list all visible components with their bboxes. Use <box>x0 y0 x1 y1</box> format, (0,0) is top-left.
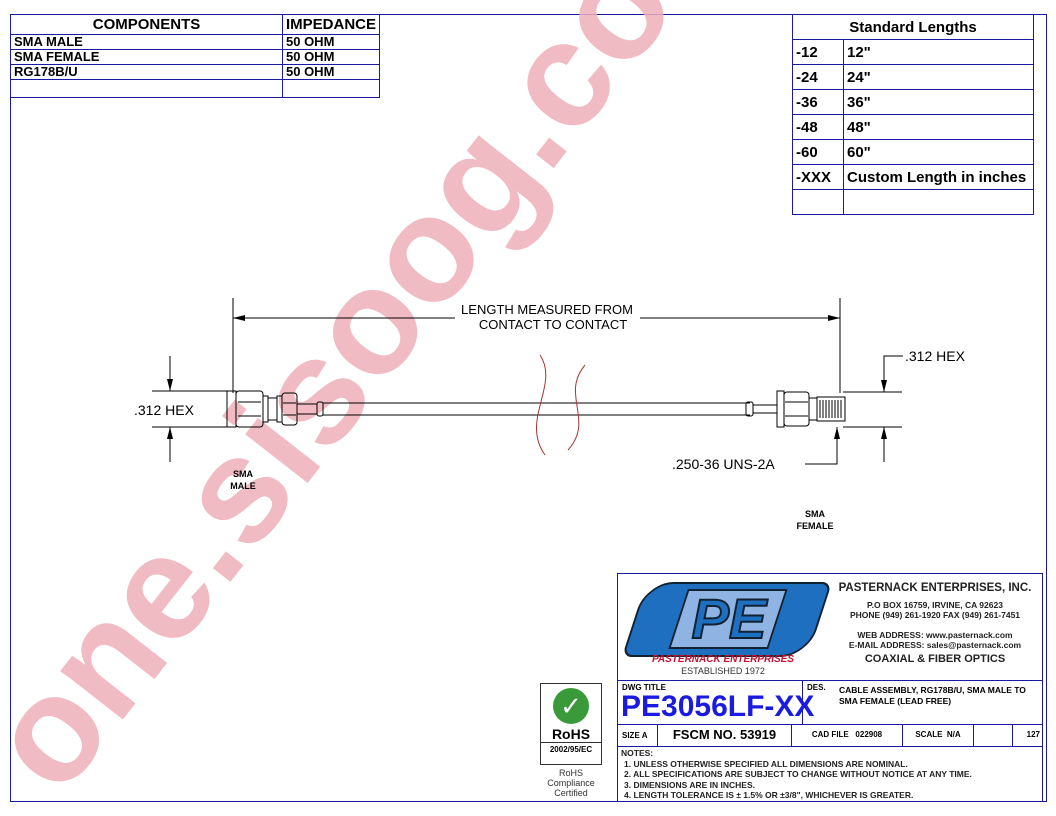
rohs-label: RoHS <box>551 726 591 742</box>
table-row <box>10 79 381 98</box>
dwg-title: PE3056LF-XX <box>621 690 815 723</box>
company-name: PASTERNACK ENTERPRISES, INC. <box>838 582 1032 594</box>
cell: 48" <box>843 114 1034 140</box>
rohs-directive: 2002/95/EC <box>541 742 601 754</box>
scale: SCALE N/A <box>903 724 974 746</box>
left-hex-label: .312 HEX <box>134 402 195 418</box>
cell <box>792 189 844 215</box>
drawing-frame <box>10 14 1047 802</box>
note: 2. ALL SPECIFICATIONS ARE SUBJECT TO CHA… <box>624 769 972 779</box>
note: 1. UNLESS OTHERWISE SPECIFIED ALL DIMENS… <box>624 758 908 769</box>
sma-female-connector <box>745 390 846 428</box>
des-label: DES. <box>807 683 826 692</box>
thread-callout: .250-36 UNS-2A <box>672 427 840 472</box>
thread-label: .250-36 UNS-2A <box>672 456 775 472</box>
fscm-number: FSCM NO. 53919 <box>658 724 792 746</box>
cell: 36" <box>843 89 1034 115</box>
cad-file: CAD FILE 022908 <box>792 724 903 746</box>
description: CABLE ASSEMBLY, RG178B/U, SMA MALE TO SM… <box>839 685 1026 706</box>
title-block: PE PASTERNACK ENTERPRISES ESTABLISHED 19… <box>617 573 1043 802</box>
cell: 50 OHM <box>281 34 381 50</box>
sma-male-label: SMA <box>233 469 254 479</box>
length-label-line1: LENGTH MEASURED FROM <box>461 302 633 317</box>
cell <box>281 79 381 98</box>
right-hex-label: .312 HEX <box>905 348 966 364</box>
cell: -XXX <box>792 164 844 190</box>
sma-female-label: FEMALE <box>797 521 834 531</box>
right-hex-dimension: .312 HEX <box>843 348 966 462</box>
company-tagline: COAXIAL & FIBER OPTICS <box>864 653 1006 665</box>
sheet-number: 127 <box>1026 730 1040 739</box>
cable-assembly-drawing: LENGTH MEASURED FROM CONTACT TO CONTACT … <box>134 298 966 531</box>
cell: -12 <box>792 39 844 65</box>
company-email: E-MAIL ADDRESS: sales@pasternack.com <box>848 640 1022 650</box>
cell: -60 <box>792 139 844 165</box>
rohs-caption-line: Certified <box>554 788 588 798</box>
rohs-badge: ✓ RoHS 2002/95/EC <box>540 683 602 765</box>
size-row: SIZE A FSCM NO. 53919 CAD FILE 022908 SC… <box>618 724 1044 746</box>
cell: SMA FEMALE <box>10 49 283 65</box>
sma-female-label: SMA <box>805 509 826 519</box>
size: SIZE A <box>618 724 658 746</box>
notes-label: NOTES: <box>621 748 654 758</box>
rohs-caption-line: RoHS <box>558 768 583 778</box>
sma-male-label: MALE <box>230 481 256 491</box>
standard-lengths-title: Standard Lengths <box>792 14 1034 40</box>
cell: -36 <box>792 89 844 115</box>
company-phone: PHONE (949) 261-1920 FAX (949) 261-7451 <box>849 610 1021 620</box>
notes: NOTES: 1. UNLESS OTHERWISE SPECIFIED ALL… <box>621 748 972 801</box>
logo-brand: PASTERNACK ENTERPRISES <box>651 654 795 665</box>
rohs-caption-line: Compliance <box>547 778 595 788</box>
checkmark-icon: ✓ <box>553 688 589 724</box>
note: 4. LENGTH TOLERANCE IS ± 1.5% OR ±3/8", … <box>624 790 914 800</box>
pe-logo: PE <box>621 582 833 657</box>
left-hex-dimension: .312 HEX <box>134 356 228 462</box>
cable <box>323 354 750 456</box>
length-dimension: LENGTH MEASURED FROM CONTACT TO CONTACT <box>232 298 841 393</box>
cell: Custom Length in inches <box>843 164 1034 190</box>
dwg-title-label: DWG TITLE <box>622 683 666 692</box>
cell <box>843 189 1034 215</box>
table-row <box>792 189 1034 215</box>
blank-cell <box>974 724 1013 746</box>
logo-established: ESTABLISHED 1972 <box>681 666 765 676</box>
sma-male-connector <box>226 390 324 428</box>
cell: -24 <box>792 64 844 90</box>
length-label-line2: CONTACT TO CONTACT <box>479 317 627 332</box>
company-address: P.O BOX 16759, IRVINE, CA 92623 <box>867 600 1003 610</box>
note: 3. DIMENSIONS ARE IN INCHES. <box>624 779 755 790</box>
logo-letters: PE <box>691 586 768 651</box>
rohs-caption: RoHS Compliance Certified <box>530 768 612 798</box>
header-impedance: IMPEDANCE <box>281 14 381 35</box>
company-web: WEB ADDRESS: www.pasternack.com <box>857 630 1013 640</box>
